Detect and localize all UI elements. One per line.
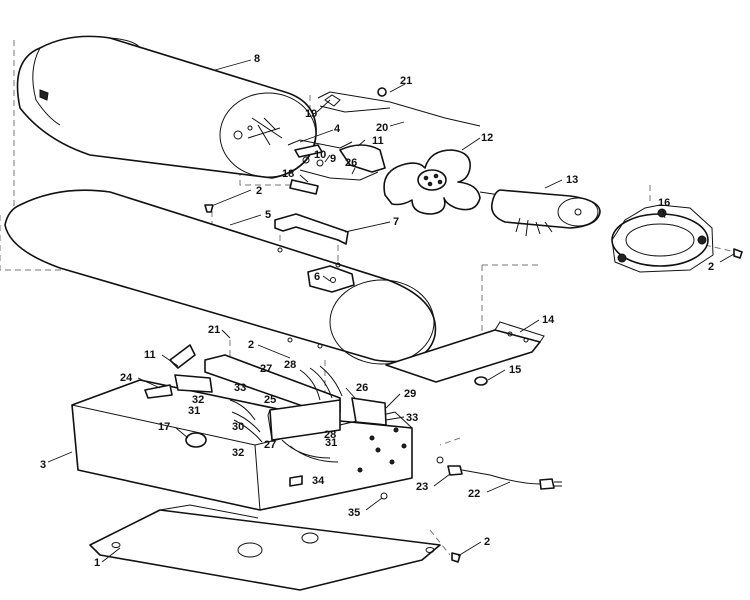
callout-30: 30 [232,421,244,433]
callout-12: 12 [481,132,493,144]
burner-assembly [287,139,386,195]
callout-24: 24 [120,372,133,384]
callout-31-mid: 31 [325,437,337,449]
callout-2-mid: 2 [248,339,254,351]
guard-ring-part-16 [611,204,714,273]
callout-16: 16 [658,197,670,209]
motor-part-13 [479,189,601,237]
callout-20: 20 [376,122,388,134]
callout-18: 18 [282,168,294,180]
callout-21-mid: 21 [208,324,220,336]
leader-lines [47,59,735,563]
upper-shell-part-8 [16,35,317,179]
callout-26-top: 26 [345,157,357,169]
callout-22: 22 [468,488,480,500]
callout-26-mid: 26 [356,382,368,394]
callout-13: 13 [566,174,578,186]
callout-23: 23 [416,481,428,493]
callout-4: 4 [334,123,341,135]
callout-11-mid: 11 [144,349,156,361]
callout-5: 5 [265,209,271,221]
callout-3: 3 [40,459,46,471]
handle-part-7 [274,213,349,245]
callout-8: 8 [254,53,260,65]
callout-17: 17 [158,421,170,433]
internal-components [144,344,562,500]
callout-9: 9 [330,153,336,165]
callout-2-guard: 2 [708,261,714,273]
callout-27-mid: 27 [264,439,276,451]
callout-25: 25 [264,394,276,406]
callout-7: 7 [393,216,399,228]
callout-15: 15 [509,364,521,376]
callout-31-top: 31 [188,405,200,417]
callout-1: 1 [94,557,100,569]
callout-29: 29 [404,388,416,400]
base-housing-part-3 [71,379,413,511]
callout-28-top: 28 [284,359,296,371]
callout-34: 34 [312,475,325,487]
screw-parts-2 [204,204,743,563]
fan-blade-part-12 [383,149,481,215]
igniter-wire-assembly [317,87,481,127]
callout-14: 14 [542,314,555,326]
base-plate-part-1 [89,504,441,591]
callout-32-top: 32 [192,394,204,406]
callout-21-top: 21 [400,75,412,87]
callout-35: 35 [348,507,360,519]
callout-2-base: 2 [484,536,490,548]
callout-11-top: 11 [372,135,384,147]
callout-2-shell: 2 [256,185,262,197]
callout-27-top: 27 [260,363,272,375]
callout-labels: 8 21 19 20 4 12 11 10 9 26 18 13 2 16 5 … [40,53,714,569]
lower-shell-part-5 [4,189,437,365]
callout-19: 19 [305,108,317,120]
callout-28-mid: 28 [324,429,336,441]
callout-6: 6 [314,271,320,283]
callout-32-mid: 32 [232,447,244,459]
callout-33-top: 33 [234,382,246,394]
callout-10: 10 [314,149,326,161]
motor-bracket-part-14 [385,321,545,386]
callout-33-mid: 33 [406,412,418,424]
